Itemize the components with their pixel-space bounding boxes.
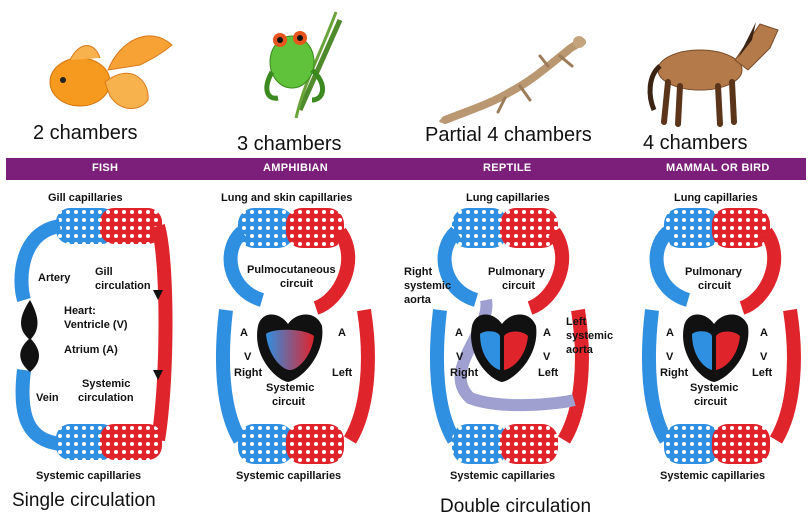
mammal-right-label: Right xyxy=(660,367,688,380)
fish-artery-vessel xyxy=(21,226,60,300)
reptile-left-label: Left xyxy=(538,367,558,380)
mammal-v-left: V xyxy=(666,351,673,364)
fish-atrium-label: Atrium (A) xyxy=(64,344,118,357)
amphibian-left-label: Left xyxy=(332,367,352,380)
fish-systemic-capillaries-label: Systemic capillaries xyxy=(36,470,141,483)
reptile-left-aorta-2: systemic xyxy=(566,330,613,343)
mammal-top-label: Lung capillaries xyxy=(674,192,758,205)
fish-vein-vessel xyxy=(23,370,61,444)
reptile-a-right: A xyxy=(543,327,551,340)
mammal-left-label: Left xyxy=(752,367,772,380)
amphibian-systemic-label-2: circuit xyxy=(272,396,305,409)
mammal-a-left: A xyxy=(666,327,674,340)
amphibian-top-label: Lung and skin capillaries xyxy=(221,192,352,205)
fish-artery-label: Artery xyxy=(38,272,70,285)
reptile-left-aorta-3: aorta xyxy=(566,344,593,357)
amphibian-right-label: Right xyxy=(234,367,262,380)
fish-ventricle-label: Ventricle (V) xyxy=(64,319,128,332)
fish-systemic-circ-label-2: circulation xyxy=(78,392,134,405)
fish-vein-label: Vein xyxy=(36,392,59,405)
reptile-left-aorta-1: Left xyxy=(566,316,586,329)
reptile-bottom-label: Systemic capillaries xyxy=(450,470,555,483)
amphibian-v-label: V xyxy=(244,351,251,364)
amphibian-a-left: A xyxy=(240,327,248,340)
mammal-circuit-label-2: circuit xyxy=(698,280,731,293)
reptile-right-aorta-2: systemic xyxy=(404,280,451,293)
reptile-v-right: V xyxy=(543,351,550,364)
fish-heart-label: Heart: xyxy=(64,305,96,318)
reptile-right-aorta-3: aorta xyxy=(404,294,431,307)
fish-systemic-artery xyxy=(158,226,166,440)
reptile-v-left: V xyxy=(456,351,463,364)
mammal-systemic-label-2: circuit xyxy=(694,396,727,409)
amphibian-circuit-label-2: circuit xyxy=(280,278,313,291)
reptile-right-label: Right xyxy=(450,367,478,380)
mammal-bottom-label: Systemic capillaries xyxy=(660,470,765,483)
amphibian-bottom-label: Systemic capillaries xyxy=(236,470,341,483)
fish-ventricle xyxy=(21,300,38,340)
single-circulation-caption: Single circulation xyxy=(12,490,156,512)
fish-gill-circ-label-2: circulation xyxy=(95,280,151,293)
amphibian-circuit-label-1: Pulmocutaneous xyxy=(247,264,336,277)
mammal-circuit-label-1: Pulmonary xyxy=(685,266,742,279)
fish-systemic-circ-label-1: Systemic xyxy=(82,378,130,391)
fish-systemic-capillaries-right xyxy=(100,424,162,460)
fish-gill-capillaries-right xyxy=(100,208,162,244)
reptile-circuit-label-1: Pulmonary xyxy=(488,266,545,279)
mammal-a-right: A xyxy=(760,327,768,340)
fish-gill-circ-label-1: Gill xyxy=(95,266,113,279)
mammal-v-right: V xyxy=(760,351,767,364)
mammal-heart xyxy=(683,315,748,383)
reptile-right-aorta-1: Right xyxy=(404,266,432,279)
amphibian-a-right: A xyxy=(338,327,346,340)
fish-atrium xyxy=(20,338,39,372)
mammal-systemic-label-1: Systemic xyxy=(690,382,738,395)
fish-circulation xyxy=(20,208,165,460)
double-circulation-caption: Double circulation xyxy=(440,496,591,518)
reptile-a-left: A xyxy=(455,327,463,340)
amphibian-systemic-label-1: Systemic xyxy=(266,382,314,395)
reptile-circuit-label-2: circuit xyxy=(502,280,535,293)
reptile-top-label: Lung capillaries xyxy=(466,192,550,205)
fish-gill-capillaries-label: Gill capillaries xyxy=(48,192,123,205)
reptile-heart xyxy=(471,315,536,383)
